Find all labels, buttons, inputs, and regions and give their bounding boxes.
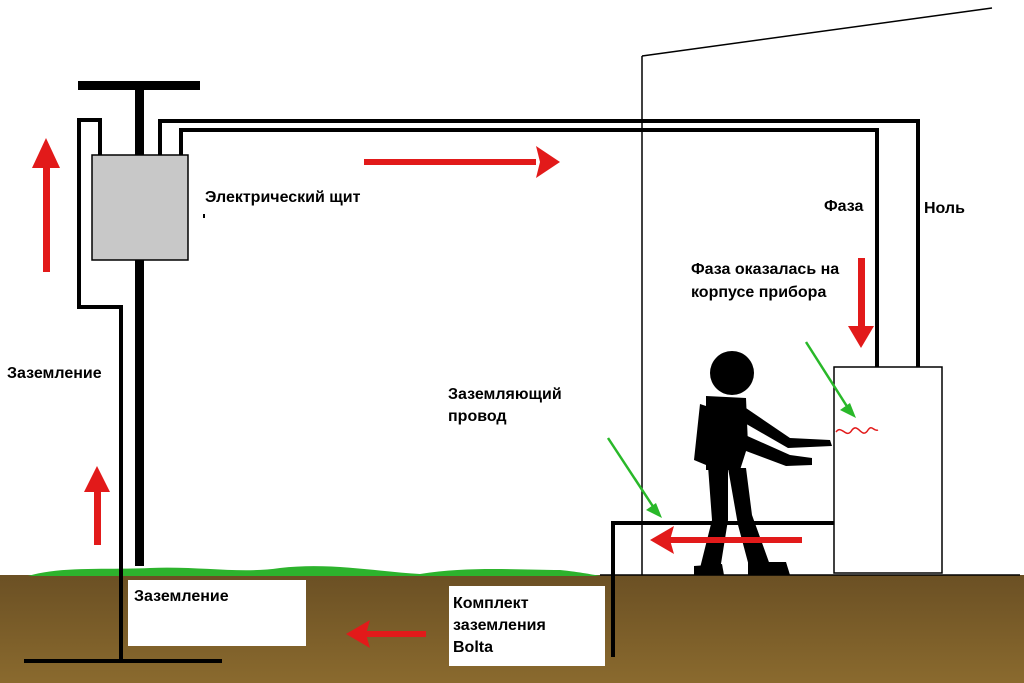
arrow-up-icon — [84, 466, 110, 545]
kit-label-line1: Комплект — [453, 595, 529, 612]
kit-label-box: Комплект заземления Bolta — [449, 586, 605, 666]
appliance-body — [833, 366, 943, 574]
ground-wire-label-line2: провод — [448, 408, 507, 425]
panel-dot — [203, 214, 205, 218]
arrow-down-icon — [848, 258, 874, 348]
arrow-left-icon — [346, 620, 426, 648]
grounding-box-label: Заземление — [134, 588, 229, 605]
fault-label-line1: Фаза оказалась на — [691, 261, 840, 278]
arrow-pointer-icon — [804, 341, 856, 418]
arrow-right-icon — [364, 146, 560, 178]
neutral-label: Ноль — [924, 200, 965, 217]
ground-wire-label-line1: Заземляющий — [448, 386, 562, 403]
panel-label: Электрический щит — [205, 189, 361, 206]
arrow-up-icon — [32, 138, 60, 272]
utility-pole — [78, 81, 200, 566]
person-icon — [694, 351, 832, 575]
electrical-panel — [91, 154, 189, 261]
kit-label-line3: Bolta — [453, 639, 493, 656]
arrow-pointer-icon — [606, 437, 662, 518]
grounding-wire — [611, 521, 834, 657]
supply-wires — [158, 119, 920, 468]
arrow-left-icon — [650, 526, 802, 554]
grounding-label-box: Заземление — [128, 580, 306, 646]
panel-ground-wire — [77, 118, 123, 661]
spark-icon — [835, 427, 879, 435]
kit-label-line2: заземления — [453, 617, 546, 634]
fault-label-line2: корпусе прибора — [691, 284, 827, 301]
phase-label: Фаза — [824, 198, 864, 215]
grass — [28, 566, 600, 576]
grounding-left-label: Заземление — [7, 365, 102, 382]
